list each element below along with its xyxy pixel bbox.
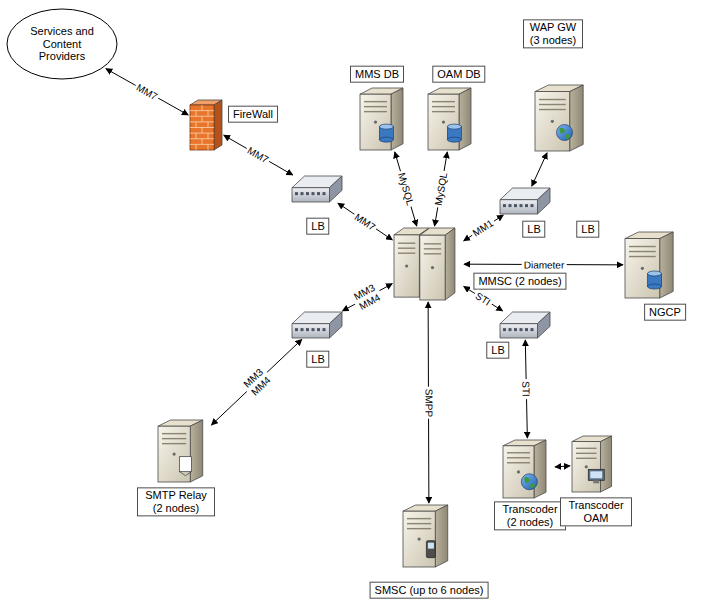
node-label: Transcoder OAM	[560, 497, 632, 526]
lb-icon	[500, 188, 550, 214]
database-server: OAM DB	[428, 88, 478, 150]
lb-label: LB	[576, 221, 599, 238]
node-label: LB	[522, 221, 545, 238]
node-label: FireWall	[228, 106, 278, 123]
lb-icon	[292, 176, 342, 202]
edge-label: MM1	[469, 216, 497, 240]
node-label: OAM DB	[432, 66, 485, 83]
srv-icon	[428, 88, 478, 150]
connector	[464, 215, 504, 241]
edge-label: Diameter	[521, 259, 566, 270]
connector	[532, 153, 547, 186]
load-balancer: LB	[500, 312, 550, 338]
node-text: Services and Content Providers	[6, 8, 118, 80]
provider-ellipse: Services and Content Providers	[6, 8, 118, 80]
node-label: SMSC (up to 6 nodes)	[370, 582, 489, 599]
edge-label: STI	[472, 289, 494, 309]
transcoder-server: Transcoder (2 nodes)	[503, 440, 553, 498]
smsc-server: SMSC (up to 6 nodes)	[403, 505, 455, 567]
relay-server: SMTP Relay (2 nodes)	[158, 420, 210, 482]
srv-icon	[625, 232, 681, 298]
srv-icon	[503, 440, 553, 498]
srv-icon	[572, 436, 618, 492]
oam-server: Transcoder OAM	[572, 436, 618, 492]
node-label: LB	[486, 342, 509, 359]
ngcp-server: NGCP	[625, 232, 681, 298]
mmsc-cluster: MMSC (2 nodes)	[394, 228, 462, 300]
node-label: WAP GW (3 nodes)	[523, 19, 583, 48]
node-label: Transcoder (2 nodes)	[494, 501, 566, 530]
connector	[555, 466, 570, 467]
database-server: MMS DB	[360, 88, 410, 150]
connector	[338, 203, 392, 240]
edge-label: MySQL	[432, 170, 449, 209]
edge-label: MySQL	[395, 170, 416, 209]
lb-icon	[500, 312, 550, 338]
edge-label: MM3 MM4	[350, 281, 385, 314]
firewall-node: FireWall	[190, 100, 222, 150]
connector	[211, 339, 301, 425]
load-balancer: LB	[292, 176, 342, 202]
srv-icon	[360, 88, 410, 150]
gateway-server: WAP GW (3 nodes)	[535, 85, 591, 151]
srv-icon	[403, 505, 455, 567]
mmsc-icon	[394, 228, 462, 300]
node-label: SMTP Relay (2 nodes)	[137, 487, 215, 516]
edge-label: MM7	[244, 144, 272, 167]
node-label: MMS DB	[350, 66, 404, 83]
node-label: LB	[306, 218, 329, 235]
load-balancer: LB	[500, 188, 550, 214]
load-balancer: LB	[292, 312, 342, 338]
connector	[395, 152, 417, 226]
node-label: NGCP	[644, 304, 686, 321]
edge-label: STI	[521, 379, 532, 399]
connector	[106, 69, 188, 115]
edge-label: MM7	[351, 210, 379, 234]
edge-label: MM7	[133, 81, 161, 103]
srv-icon	[158, 420, 210, 482]
node-label: MMSC (2 nodes)	[473, 273, 566, 290]
node-label: LB	[306, 351, 329, 368]
lb-icon	[292, 312, 342, 338]
srv-icon	[535, 85, 591, 151]
fw-icon	[190, 100, 222, 150]
edge-label: SMPP	[423, 386, 434, 418]
connector	[464, 286, 503, 310]
connector	[224, 135, 293, 175]
